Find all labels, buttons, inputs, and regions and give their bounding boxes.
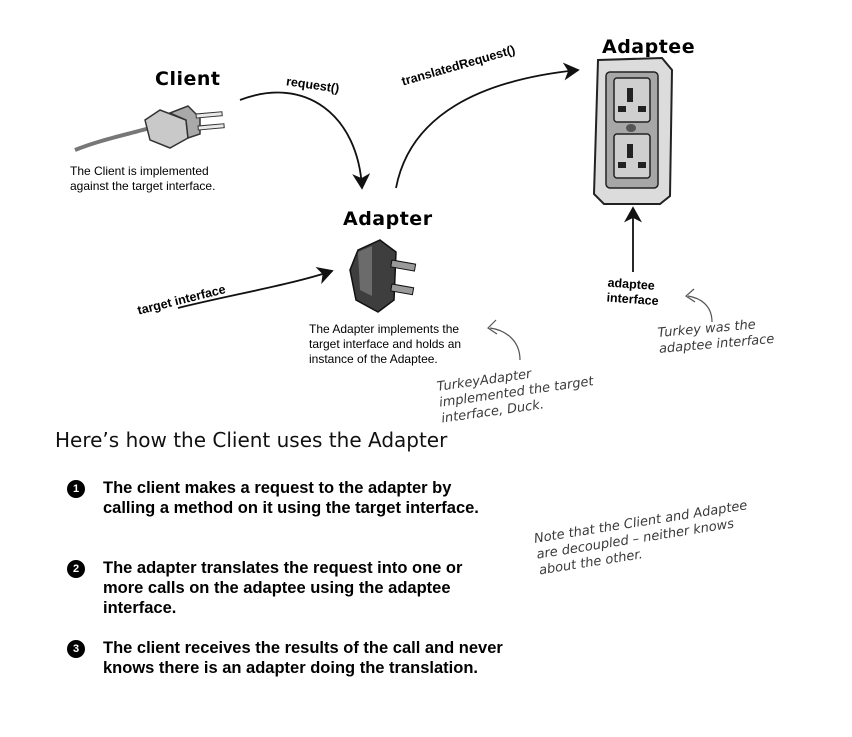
adapter-caption: The Adapter implements the target interf… [309, 322, 462, 366]
client-title: Client [155, 68, 221, 90]
edge-target-interface-arrow [177, 267, 334, 309]
step-number: 1 [67, 480, 85, 498]
edge-translated-request-arrow [395, 62, 580, 189]
note-pointer-turkey-adapter-head [487, 319, 498, 335]
client-caption: The Client is implemented against the ta… [70, 164, 216, 193]
step-3: 3 The client receives the results of the… [67, 638, 503, 702]
adapter-title: Adapter [343, 208, 433, 230]
step-2: 2 The adapter translates the request int… [67, 558, 497, 622]
note-pointer-turkey-adaptee [687, 295, 713, 323]
step-number: 3 [67, 640, 85, 658]
step-text: The client receives the results of the c… [103, 639, 503, 677]
client-plug-image [74, 105, 225, 152]
step-text: The client makes a request to the adapte… [103, 479, 479, 517]
note-pointer-turkey-adaptee-head [685, 288, 696, 303]
edge-request-arrow [239, 91, 371, 190]
adaptee-title: Adaptee [602, 36, 696, 58]
note-pointer-turkey-adapter [489, 327, 521, 361]
edge-label-adaptee-interface: adaptee interface [606, 275, 660, 309]
adaptee-socket-image [592, 56, 674, 205]
adapter-image [349, 239, 417, 313]
section-heading: Here’s how the Client uses the Adapter [55, 428, 448, 452]
step-1: 1 The client makes a request to the adap… [67, 478, 497, 542]
step-number: 2 [67, 560, 85, 578]
step-text: The adapter translates the request into … [103, 559, 463, 617]
